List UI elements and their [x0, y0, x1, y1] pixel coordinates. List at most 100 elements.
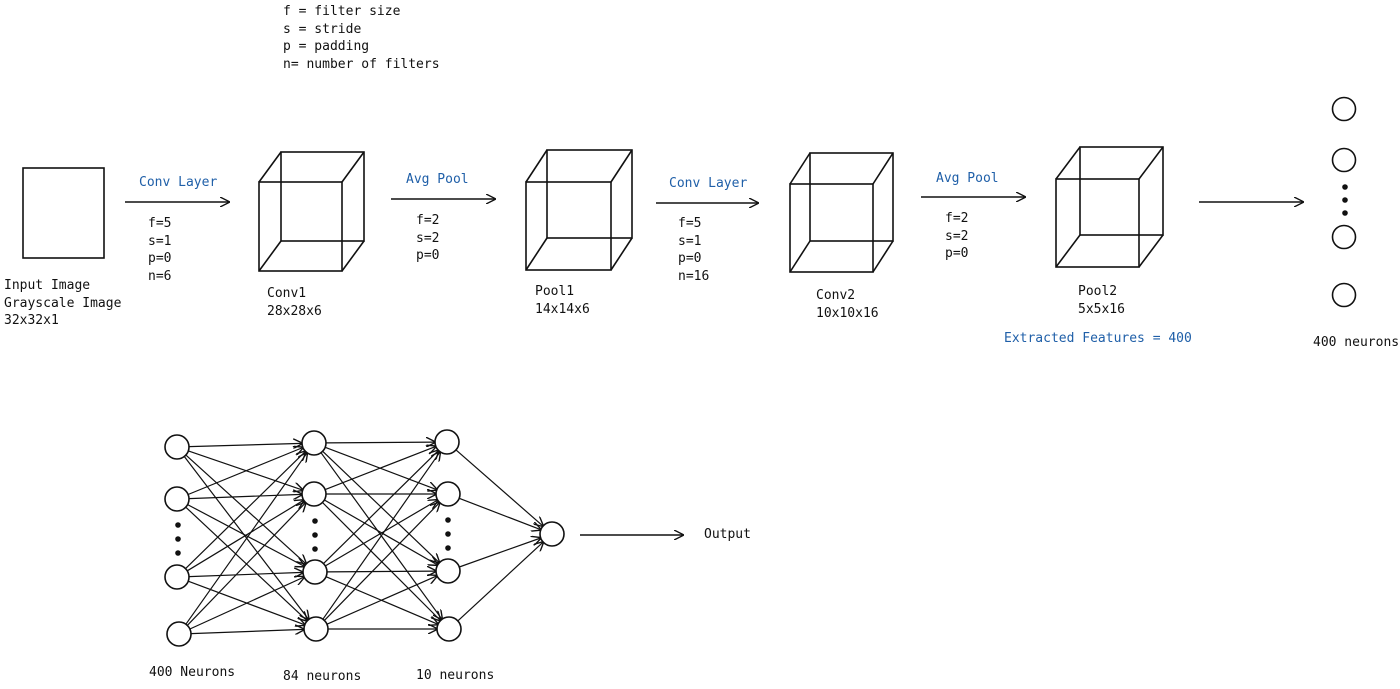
- input-label-line: 32x32x1: [4, 313, 59, 328]
- volume-dims: 28x28x6: [267, 303, 322, 319]
- param: s=2: [945, 228, 969, 244]
- fc-input-neuron: [166, 621, 192, 647]
- volume-name: Conv1: [267, 286, 307, 301]
- fc-connection: [187, 448, 303, 496]
- fc-connection: [322, 452, 440, 620]
- step-4-operation: Avg Pool: [936, 171, 999, 186]
- fc-connection: [189, 577, 304, 630]
- fc-hidden-neuron: [303, 616, 329, 642]
- step-2-operation: Avg Pool: [406, 172, 469, 187]
- pool2-label: Pool2 5x5x16: [1078, 283, 1125, 318]
- volume-dims: 10x10x16: [816, 305, 879, 321]
- step-3-params: f=5 s=1 p=0 n=16: [678, 215, 709, 285]
- conv2-cube: [789, 152, 894, 273]
- conv2-label: Conv2 10x10x16: [816, 287, 879, 322]
- param: s=1: [678, 233, 702, 249]
- fc-connection: [324, 499, 437, 565]
- pool2-cube: [1055, 146, 1164, 268]
- conv1-cube: [258, 151, 365, 272]
- param: f=5: [678, 216, 702, 231]
- volume-name: Pool1: [535, 284, 575, 299]
- flattened-neurons: [1331, 96, 1357, 308]
- param: p=0: [148, 251, 172, 266]
- flat-neuron: [1331, 224, 1357, 250]
- step-4-params: f=2 s=2 p=0: [945, 210, 968, 263]
- fc-layer-2-label: 84 neurons: [283, 669, 362, 684]
- fc-connection: [324, 446, 436, 491]
- param: f=2: [416, 213, 440, 228]
- input-label-line: Grayscale Image: [4, 295, 122, 311]
- fc-output-neuron: [539, 521, 565, 547]
- param: f=5: [148, 216, 172, 231]
- param: s=2: [416, 230, 440, 246]
- fc-connection: [188, 572, 303, 576]
- flat-neuron: [1331, 282, 1357, 308]
- step-1-operation: Conv Layer: [139, 175, 218, 190]
- conv1-label: Conv1 28x28x6: [267, 285, 322, 320]
- legend-number-of-filters: n= number of filters: [283, 56, 440, 72]
- param: p=0: [945, 246, 969, 261]
- fc-connection: [323, 450, 439, 565]
- fc-connection: [323, 503, 439, 621]
- input-image-label: Input Image Grayscale Image 32x32x1: [4, 277, 121, 330]
- fc-connection: [326, 571, 436, 572]
- legend-filter-size: f = filter size: [283, 4, 401, 19]
- param: s=1: [148, 233, 172, 249]
- volume-dims: 14x14x6: [535, 301, 590, 317]
- fc-connection: [325, 442, 435, 443]
- step-2-params: f=2 s=2 p=0: [416, 212, 439, 265]
- step-3-operation: Conv Layer: [669, 176, 748, 191]
- fc-hidden2-neuron: [434, 429, 460, 455]
- flat-neuron: [1331, 96, 1357, 122]
- flat-ellipsis-dots: [1342, 184, 1348, 216]
- legend-stride: s = stride: [283, 21, 362, 37]
- fc-connections: [183, 442, 543, 633]
- fc-connection: [457, 542, 543, 622]
- volume-dims: 5x5x16: [1078, 301, 1125, 317]
- fc-input-neuron: [164, 564, 190, 590]
- step-1-params: f=5 s=1 p=0 n=6: [148, 215, 171, 285]
- fc-connection: [185, 453, 307, 625]
- output-label: Output: [704, 527, 751, 542]
- fc-connection: [459, 538, 540, 568]
- fc-hidden-neuron: [302, 559, 328, 585]
- fc-ellipsis-dots: [175, 517, 451, 556]
- fc-hidden-neuron: [301, 430, 327, 456]
- fc-connection: [455, 449, 543, 526]
- fc-input-neuron: [164, 486, 190, 512]
- param: p=0: [678, 251, 702, 266]
- fc-connection: [188, 494, 302, 498]
- flat-neuron: [1331, 147, 1357, 173]
- param: f=2: [945, 211, 969, 226]
- fc-neurons: [164, 429, 565, 647]
- flatten-neurons-label: 400 neurons: [1313, 335, 1400, 350]
- fc-connection: [188, 443, 302, 446]
- extracted-features-label: Extracted Features = 400: [1004, 331, 1192, 346]
- param: n=6: [148, 268, 172, 284]
- input-label-line: Input Image: [4, 278, 91, 293]
- fc-connection: [326, 576, 437, 625]
- fc-connection: [186, 503, 305, 626]
- fc-layer-1-label: 400 Neurons: [149, 665, 236, 680]
- input-image-box: [22, 167, 105, 259]
- param: p=0: [416, 248, 440, 263]
- fc-layer-3-label: 10 neurons: [416, 668, 495, 683]
- fc-hidden2-neuron: [435, 481, 461, 507]
- fc-connection: [190, 629, 304, 633]
- volume-name: Pool2: [1078, 284, 1118, 299]
- param: n=16: [678, 268, 710, 284]
- legend: f = filter size s = stride p = padding n…: [283, 3, 440, 73]
- fc-hidden2-neuron: [436, 616, 462, 642]
- pool1-cube: [525, 149, 633, 271]
- volume-name: Conv2: [816, 288, 856, 303]
- fc-hidden2-neuron: [435, 558, 461, 584]
- fc-connection: [185, 451, 306, 570]
- fc-connection: [325, 500, 437, 567]
- legend-padding: p = padding: [283, 39, 370, 54]
- fc-input-neuron: [164, 434, 190, 460]
- pool1-label: Pool1 14x14x6: [535, 283, 590, 318]
- fc-connection: [186, 500, 303, 572]
- fc-hidden-neuron: [301, 481, 327, 507]
